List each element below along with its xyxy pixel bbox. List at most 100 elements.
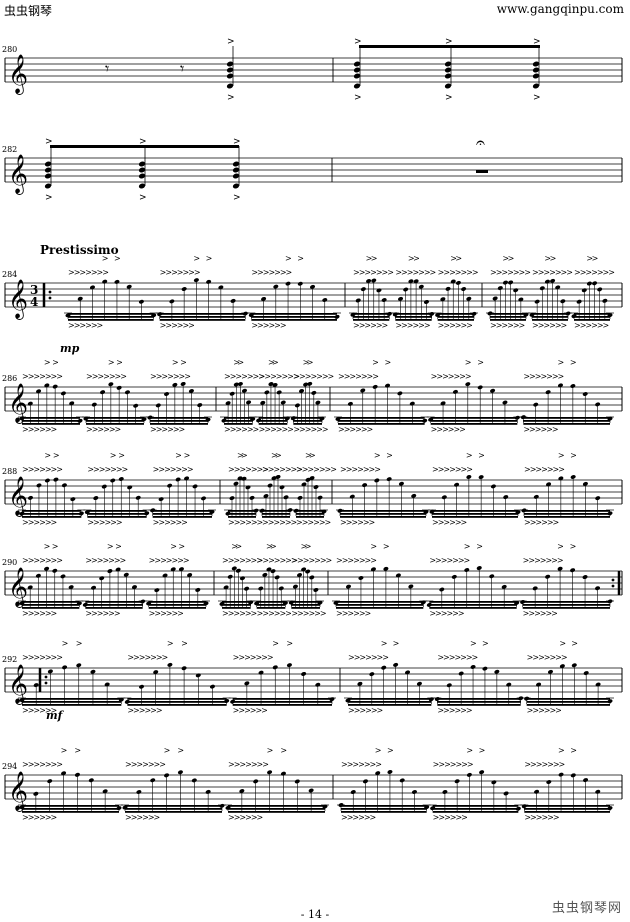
- accent-row: >>>>>>: [432, 518, 467, 527]
- accent-row: >>>>>>: [574, 321, 609, 330]
- beam: [22, 420, 80, 422]
- accent-row: >>>>>>: [336, 609, 371, 618]
- beam: [574, 319, 610, 321]
- beam: [437, 316, 474, 318]
- accent-icon: >: [478, 451, 485, 460]
- note-head: [138, 183, 146, 189]
- repeat-dot: [611, 584, 615, 588]
- beam: [86, 420, 144, 422]
- accent-icon: >: [508, 254, 515, 263]
- treble-clef-icon: 𝄞: [8, 664, 28, 705]
- beam: [222, 604, 251, 606]
- accent-icon: >: [570, 542, 577, 551]
- beam: [159, 313, 246, 315]
- accent-icon: >: [272, 358, 279, 367]
- note-head: [444, 61, 452, 67]
- beam: [224, 423, 253, 425]
- beam: [224, 417, 253, 419]
- accent-row: >>>>>>: [86, 425, 121, 434]
- beam: [291, 601, 320, 603]
- note-head: [595, 682, 601, 687]
- tempo-marking: Prestissimo: [40, 243, 119, 257]
- accent-row: >>>>>>: [338, 425, 373, 434]
- accent-icon: >: [533, 93, 541, 103]
- beam: [353, 316, 390, 318]
- note-head: [232, 161, 240, 167]
- treble-clef-icon: 𝄞: [8, 154, 28, 195]
- note-head: [226, 83, 234, 89]
- beam: [22, 510, 82, 512]
- beam: [524, 808, 610, 810]
- accent-icon: >: [180, 358, 187, 367]
- accent-icon: >: [267, 746, 274, 755]
- treble-clef-icon: 𝄞: [8, 476, 28, 517]
- accent-row: >>>>>>: [222, 609, 257, 618]
- treble-clef-icon: 𝄞: [8, 279, 28, 320]
- beam: [336, 604, 424, 606]
- beam: [395, 319, 432, 321]
- accent-row: >>>>>>>: [22, 556, 62, 565]
- accent-icon: >: [118, 451, 125, 460]
- accent-icon: >: [385, 358, 392, 367]
- accent-icon: >: [175, 451, 182, 460]
- accent-row: >>>>>>>: [291, 556, 331, 565]
- beam: [490, 319, 526, 321]
- accent-row: >>>>>>>: [22, 372, 62, 381]
- beam: [429, 604, 517, 606]
- accent-icon: >: [455, 254, 462, 263]
- accent-row: >>>>>>>: [524, 465, 564, 474]
- beam: [353, 313, 390, 315]
- beam: [532, 319, 568, 321]
- accent-icon: >: [309, 451, 316, 460]
- accent-row: >>>>>>: [395, 321, 430, 330]
- beam: [159, 316, 246, 318]
- accent-icon: >: [272, 639, 279, 648]
- beam: [85, 604, 143, 606]
- accent-row: >>>>>>>: [251, 268, 291, 277]
- note-head: [353, 61, 361, 67]
- beam: [251, 316, 337, 318]
- beam: [437, 698, 521, 700]
- accent-row: >>>>>>: [160, 321, 195, 330]
- accent-row: >>>>>>: [340, 518, 375, 527]
- accent-icon: >: [177, 746, 184, 755]
- beam: [148, 601, 206, 603]
- beam: [296, 513, 324, 515]
- beam: [430, 420, 518, 422]
- accent-icon: >: [275, 451, 282, 460]
- accent-icon: >: [268, 358, 275, 367]
- beam: [429, 601, 517, 603]
- accent-row: >>>>>>>: [438, 268, 478, 277]
- beam: [125, 811, 222, 813]
- beam: [228, 510, 256, 512]
- eighth-rest-icon: 𝄾: [180, 59, 184, 78]
- measure-number: 288: [2, 467, 17, 476]
- beam: [22, 423, 80, 425]
- accent-row: >>>>>>: [149, 609, 184, 618]
- note-head: [582, 778, 589, 783]
- note-head: [138, 173, 146, 179]
- accent-icon: >: [477, 358, 484, 367]
- accent-row: >>>>>>: [257, 609, 292, 618]
- beam: [523, 417, 610, 419]
- accent-row: >>>>>>>: [87, 465, 127, 474]
- beam: [524, 805, 610, 807]
- accent-row: >>>>>>: [228, 518, 263, 527]
- accent-icon: >: [286, 639, 293, 648]
- beam: [228, 513, 256, 515]
- accent-icon: >: [465, 358, 472, 367]
- accent-icon: >: [476, 542, 483, 551]
- accent-icon: >: [241, 451, 248, 460]
- beam: [87, 513, 147, 515]
- beam: [296, 516, 324, 518]
- fermata-icon: 𝄐: [476, 133, 485, 152]
- beam: [22, 601, 80, 603]
- accent-icon: >: [108, 358, 115, 367]
- beam: [85, 601, 143, 603]
- accent-icon: >: [44, 358, 51, 367]
- accent-icon: >: [592, 254, 599, 263]
- accent-icon: >: [285, 254, 292, 263]
- accent-icon: >: [354, 37, 362, 47]
- beam: [262, 516, 290, 518]
- accent-icon: >: [450, 254, 457, 263]
